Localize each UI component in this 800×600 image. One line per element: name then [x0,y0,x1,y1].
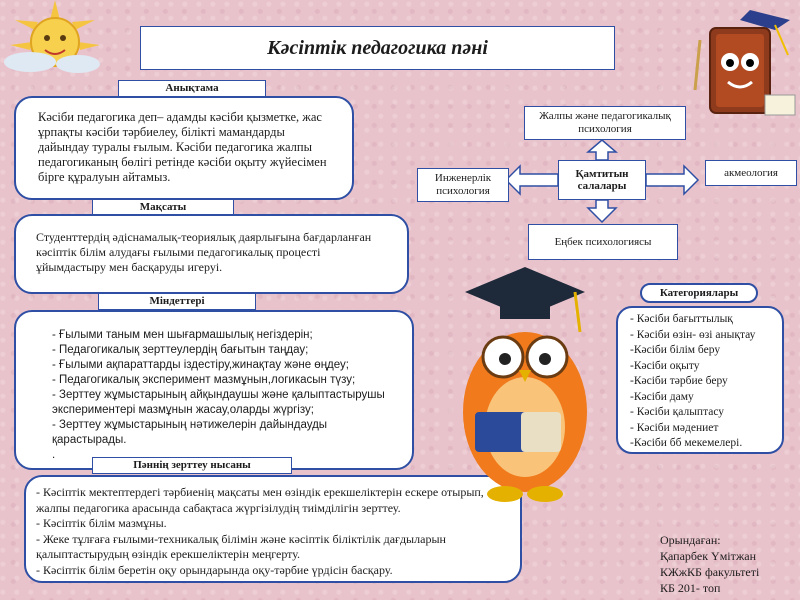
category-item: -Кәсіби бб мекемелері. [630,437,743,449]
author-group: КБ 201- топ [660,581,721,595]
category-item: -Кәсіби білім беру [630,344,721,356]
definition-text: Кәсіби педагогика деп– адамды кәсіби қыз… [38,110,327,184]
tasks-label: Міндеттері [98,293,256,310]
author-faculty: КЖжКБ факультеті [660,565,760,579]
goal-box: Студенттердің әдіснамалық-теориялық даяр… [14,214,409,294]
task-item: - Зерттеу жұмыстарының айқындаушы және қ… [52,389,385,416]
category-item: -Кәсіби тәрбие беру [630,375,728,387]
category-item: -Кәсіби оқыту [630,359,700,372]
task-item: - Ғылыми ақпараттарды іздестіру,жинақтау… [52,359,349,371]
book-character-illustration [693,10,796,116]
branch-top: Жалпы және педагогикалық психология [524,106,686,140]
branch-left: Инженерлік психология [417,168,509,202]
branch-bottom: Еңбек психологиясы [528,224,678,260]
sun-illustration [4,0,100,73]
category-item: - Кәсіби қалыптасу [630,406,725,418]
arrow-down [586,199,618,224]
tasks-box: - Ғылыми таным мен шығармашылық негіздер… [14,310,414,470]
category-item: -Кәсіби даму [630,390,694,403]
category-item: - Кәсіби өзін- өзі анықтау [630,328,756,341]
category-item: - Кәсіби бағыттылық [630,313,733,325]
research-item: - Кәсіптік мектептердегі тәрбиенің мақса… [36,485,484,515]
task-item: . [52,449,56,461]
research-item: - Жеке тұлғаға ғылыми-техникалық білімін… [36,531,446,562]
research-item: - Кәсіптік білім мазмұны. [36,516,167,530]
definition-box: Кәсіби педагогика деп– адамды кәсіби қыз… [14,96,354,200]
research-item: - Кәсіптік білім беретін оқу орындарында… [36,562,393,577]
categories-label: Категориялары [640,283,758,303]
owl-teacher-illustration [463,267,587,502]
task-item: - Педагогикалық эксперимент мазмұнын,лог… [52,374,356,386]
arrow-up [585,139,619,161]
arrow-right [645,164,700,196]
task-item: - Ғылыми таным мен шығармашылық негіздер… [52,329,313,341]
page-title: Кәсіптік педагогика пәні [140,26,615,70]
category-item: - Кәсіби мәдениет [630,421,719,434]
research-object-box: - Кәсіптік мектептердегі тәрбиенің мақса… [24,475,522,583]
author-block: Орындаған: Қапарбек Үмітжан КЖжКБ факуль… [660,532,759,596]
task-item: - Зерттеу жұмыстарының нәтижелерін дайын… [52,419,328,446]
author-name: Қапарбек Үмітжан [660,549,757,563]
task-item: - Педагогикалық зерттеулердің бағытын та… [52,344,309,356]
branch-right: акмеология [705,160,797,186]
research-object-label: Пәннің зерттеу нысаны [92,457,292,474]
goal-text: Студенттердің әдіснамалық-теориялық даяр… [36,230,372,274]
author-label: Орындаған: [660,533,721,547]
tasks-list: - Ғылыми таным мен шығармашылық негіздер… [52,328,402,463]
page-title-text: Кәсіптік педагогика пәні [267,36,488,59]
branches-center: Қамтитын салалары [558,160,646,200]
categories-box: - Кәсіби бағыттылық - Кәсіби өзін- өзі а… [616,306,784,454]
arrow-left [504,164,559,196]
